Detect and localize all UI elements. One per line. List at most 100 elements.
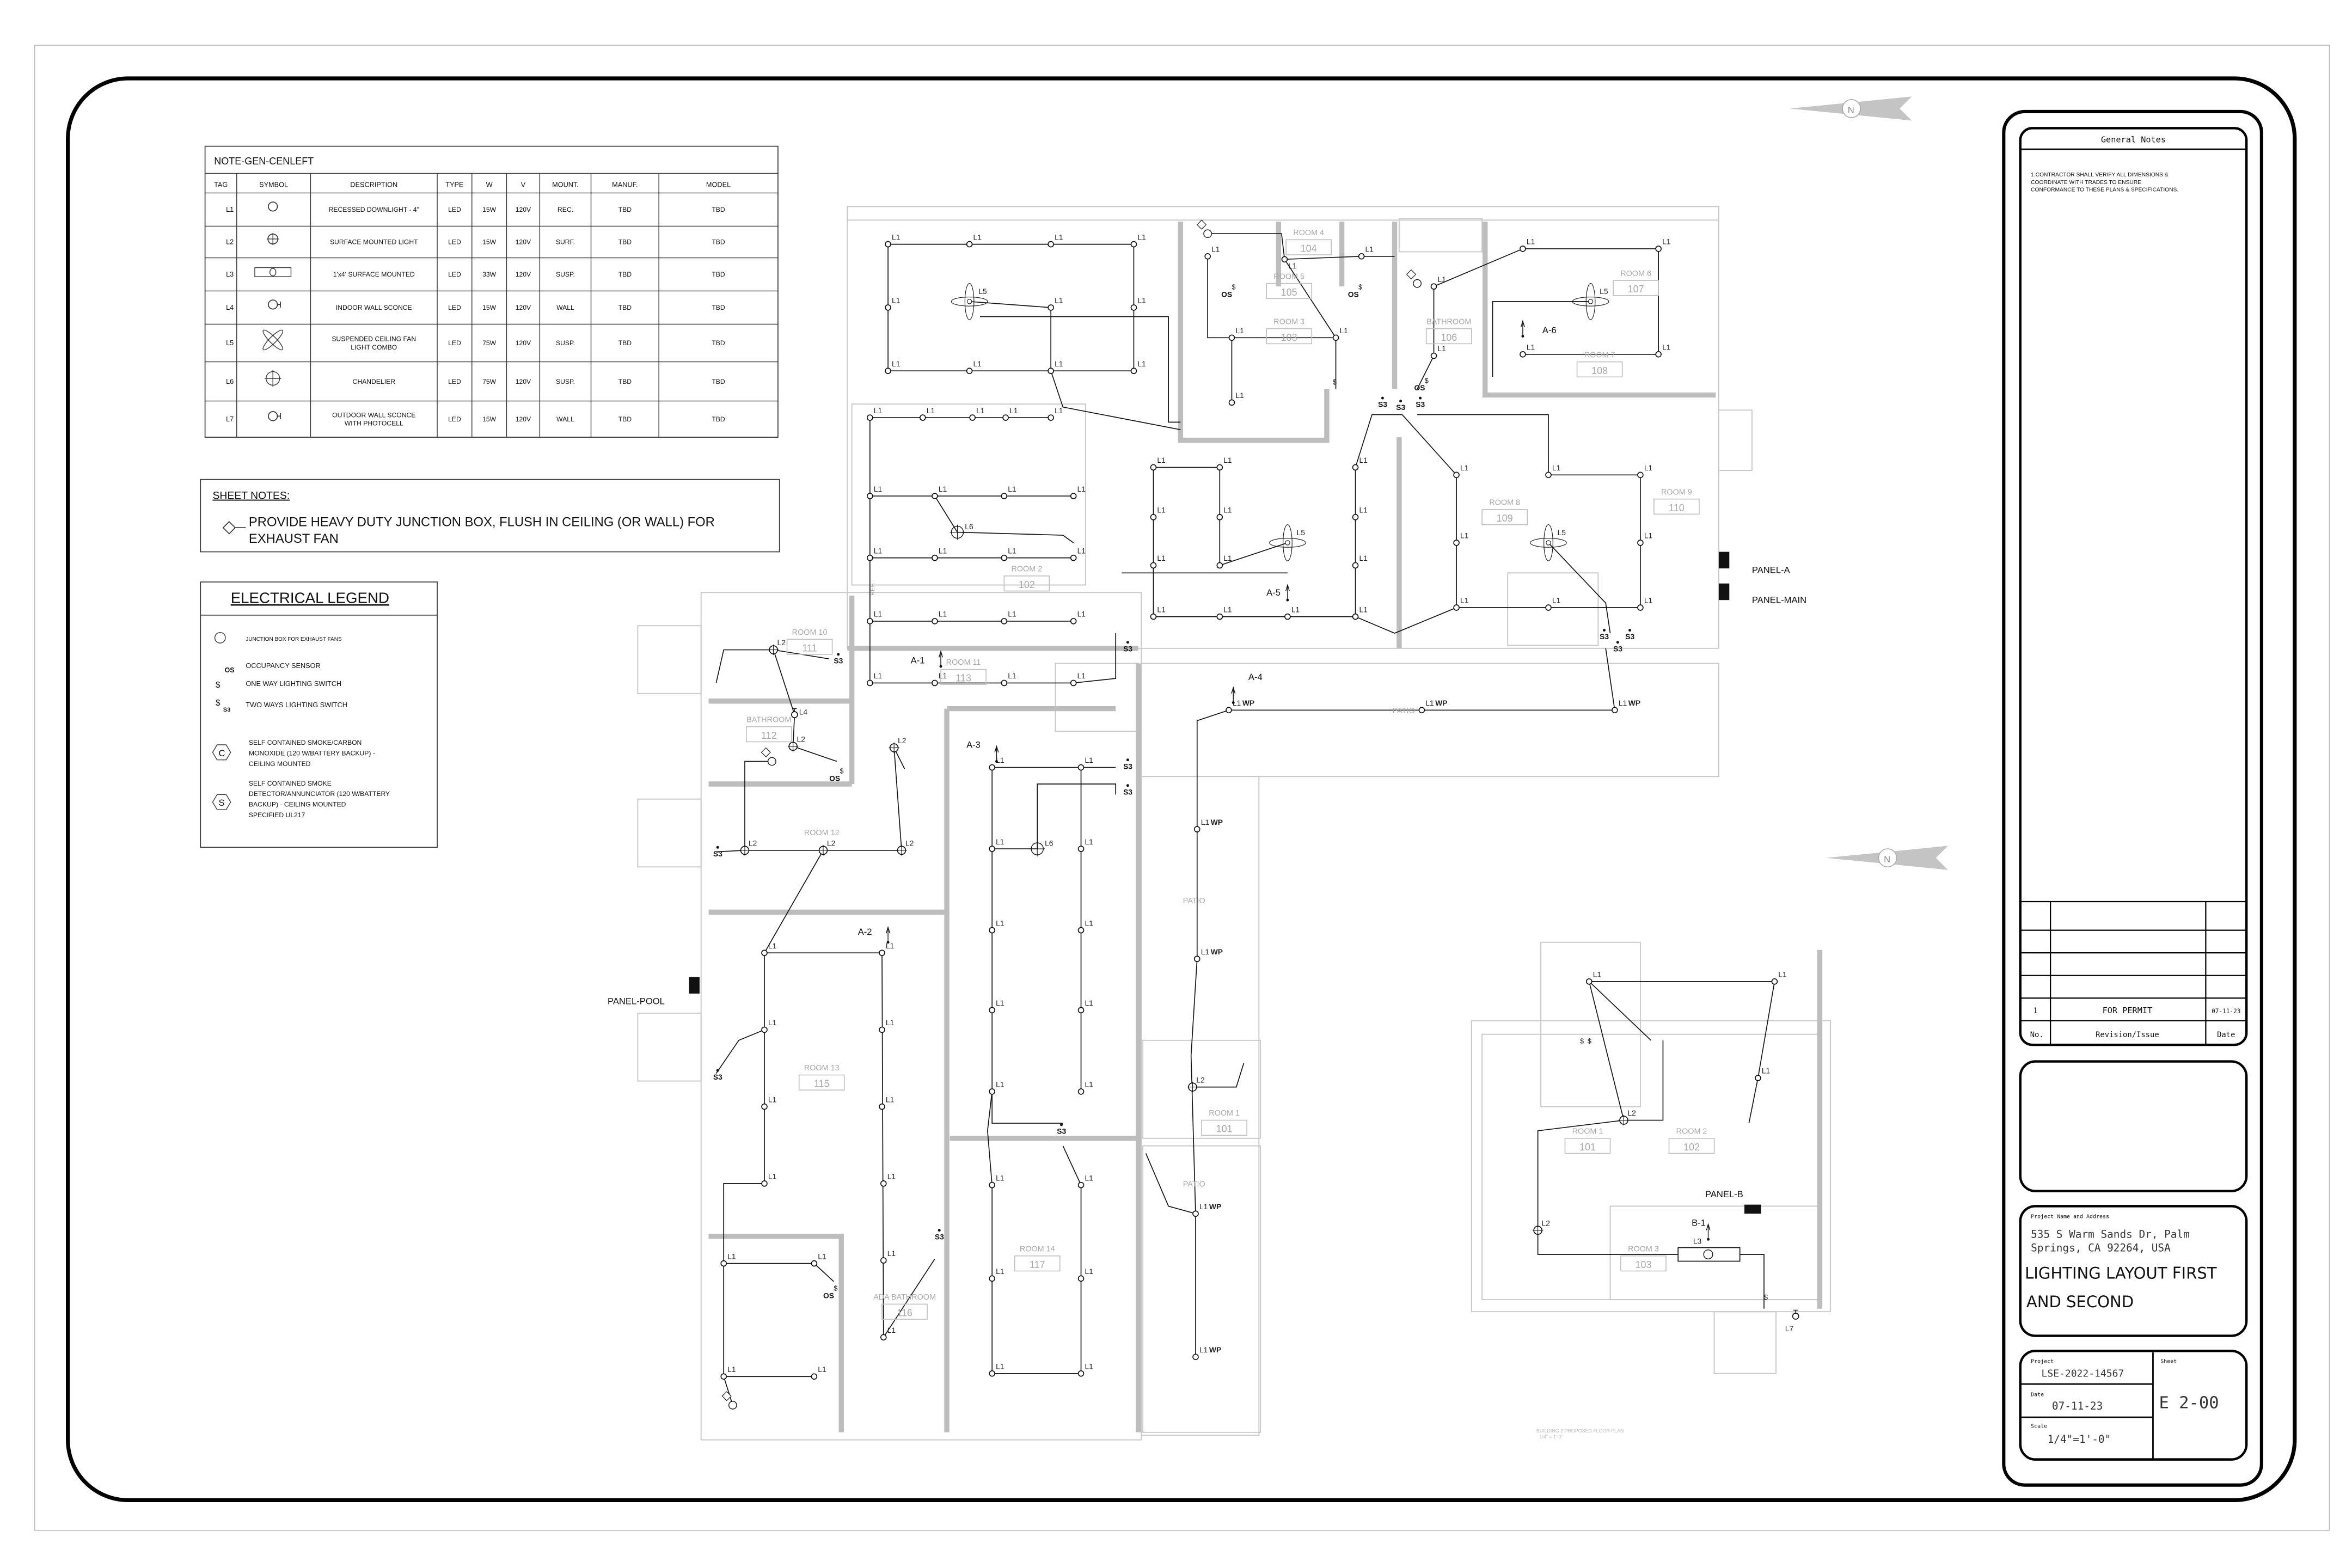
- circuit-wire: [934, 495, 1074, 543]
- homerun-arrow-icon: [1285, 584, 1290, 601]
- occupancy-sensor-label: OS: [1221, 290, 1232, 299]
- switch-glyph: $: [840, 768, 843, 775]
- room-name: ROOM 13: [804, 1064, 840, 1073]
- fixture-description: WITH PHOTOCELL: [345, 420, 403, 427]
- exhaust-junction-fixture-icon: [1196, 219, 1212, 238]
- revision-header-no: No.: [2030, 1031, 2044, 1039]
- fixture-tag-label: L1: [1085, 918, 1093, 927]
- fixture-tag: L7: [226, 415, 234, 423]
- fixture-type: LED: [448, 378, 461, 385]
- switch-point: [1060, 1123, 1063, 1126]
- fixture-tag-label: L1: [874, 406, 883, 415]
- fixture-tag-label: L1: [1359, 456, 1368, 464]
- recessed-downlight-fixture-icon: L1: [867, 546, 882, 561]
- recessed-downlight-fixture-icon: L1: [1755, 1067, 1771, 1081]
- fixture-type: LED: [448, 206, 461, 213]
- recessed-downlight-fixture-icon: L1: [811, 1252, 826, 1267]
- recessed-downlight-fixture-icon: L1: [1453, 531, 1469, 546]
- plan-caption: BUILDING 2 PROPOSED FLOOR PLAN: [1536, 1428, 1624, 1434]
- fixture-manuf: TBD: [618, 415, 632, 423]
- room-number-box: [1003, 575, 1050, 592]
- fixture-manuf: TBD: [618, 206, 632, 213]
- column-header: W: [486, 180, 493, 188]
- circuit-wire: [1207, 256, 1336, 339]
- fixture-tag-label: L1: [1233, 699, 1241, 707]
- outline: [1141, 776, 1260, 1436]
- fixture-tag-label: L1: [768, 1095, 777, 1104]
- occupancy-sensor-label: OS: [1348, 290, 1359, 299]
- room-number-box: [798, 1074, 845, 1091]
- fixture-description: SUSPENDED CEILING FAN: [332, 335, 416, 343]
- weatherproof-label: WP: [1211, 818, 1223, 826]
- general-notes-title: General Notes: [2101, 135, 2166, 145]
- wall-sconce-fixture-icon: L7: [1785, 1309, 1799, 1333]
- fixture-tag-label: L1: [887, 1326, 896, 1334]
- recessed-downlight-fixture-icon: L1: [880, 1249, 896, 1264]
- legend-two-way: TWO WAYS LIGHTING SWITCH: [246, 701, 347, 709]
- fixture-type: LED: [448, 238, 461, 246]
- fixture-tag-label: L1: [886, 1095, 895, 1104]
- circuit-wire: [1589, 981, 1651, 1041]
- fixture-w: 15W: [482, 206, 497, 213]
- room-number-box: [1653, 498, 1700, 515]
- recessed-downlight-fixture-icon: L1: [989, 1362, 1004, 1377]
- fixture-tag-label: L1: [1223, 554, 1232, 562]
- fixture-tag-label: L4: [799, 708, 808, 716]
- sheet-note-line: PROVIDE HEAVY DUTY JUNCTION BOX, FLUSH I…: [249, 514, 715, 529]
- ceiling-fan-icon: [262, 329, 284, 351]
- chandelier-icon: [265, 370, 281, 387]
- one-way-switch-label: $: [1764, 1294, 1768, 1301]
- fixture-tag-label: L1: [1201, 947, 1210, 956]
- ceiling-fan-fixture-icon: L5: [1530, 524, 1567, 561]
- recessed-downlight-fixture-icon: L1: [989, 999, 1004, 1014]
- recessed-downlight-fixture-icon: L1: [1130, 296, 1146, 311]
- panel-a-icon: [1718, 552, 1730, 568]
- recessed-downlight-fixture-icon: L1: [1453, 596, 1469, 611]
- chandelier-fixture-icon: L6: [1030, 839, 1054, 856]
- circuit-wire: [1522, 248, 1659, 355]
- occupancy-sensor-icon: OS: [225, 666, 235, 674]
- circuit-wire: [992, 783, 1117, 849]
- recessed-downlight-fixture-icon: L1: [1150, 456, 1166, 471]
- recessed-downlight-fixture-icon: L1: [867, 485, 882, 499]
- fixture-description: LIGHT COMBO: [351, 344, 397, 351]
- recessed-downlight-fixture-icon: L1: [1612, 699, 1627, 714]
- room-number: 115: [814, 1079, 830, 1089]
- circuit-wire: [1605, 648, 1615, 710]
- switch-point: [1126, 641, 1129, 644]
- circuit-wire: [883, 1258, 935, 1338]
- outline: [637, 1012, 702, 1082]
- circuit-wire: [1417, 414, 1549, 475]
- occupancy-sensor-label: OS: [823, 1291, 834, 1300]
- fixture-model: TBD: [712, 238, 725, 246]
- ceiling-fan-fixture-icon: L5: [1572, 283, 1609, 320]
- switch-point: [716, 1069, 719, 1072]
- recessed-downlight-fixture-icon: L1: [1352, 506, 1368, 520]
- fixture-description: RECESSED DOWNLIGHT - 4": [329, 206, 419, 213]
- outline: [1471, 1020, 1831, 1313]
- recessed-downlight-fixture-icon: L1: [811, 1365, 826, 1380]
- recessed-downlight-fixture-icon: L1: [1070, 485, 1086, 499]
- recessed-downlight-fixture-icon: L1: [1070, 546, 1086, 561]
- circuit-label: A-2: [858, 927, 872, 937]
- switch-point: [1126, 784, 1129, 787]
- fixture-tag-label: L1: [1235, 326, 1244, 335]
- recessed-downlight-fixture-icon: L1: [761, 1095, 777, 1110]
- switch-point: [1602, 629, 1606, 632]
- fixture-tag-label: L1: [1077, 546, 1086, 555]
- column-header: MANUF.: [612, 180, 638, 188]
- project-name-label: Project Name and Address: [2031, 1214, 2109, 1220]
- surface-light-fixture-icon: L2: [896, 839, 914, 856]
- fixture-v: 120V: [516, 304, 531, 311]
- circuit-wire: [893, 748, 902, 850]
- circuit-wire: [1434, 248, 1523, 287]
- fixture-description: 1'x4' SURFACE MOUNTED: [333, 271, 415, 278]
- fixture-tag-label: L1: [939, 610, 947, 618]
- recessed-downlight-fixture-icon: L1: [867, 671, 882, 687]
- fixture-tag-label: L1: [1157, 506, 1166, 514]
